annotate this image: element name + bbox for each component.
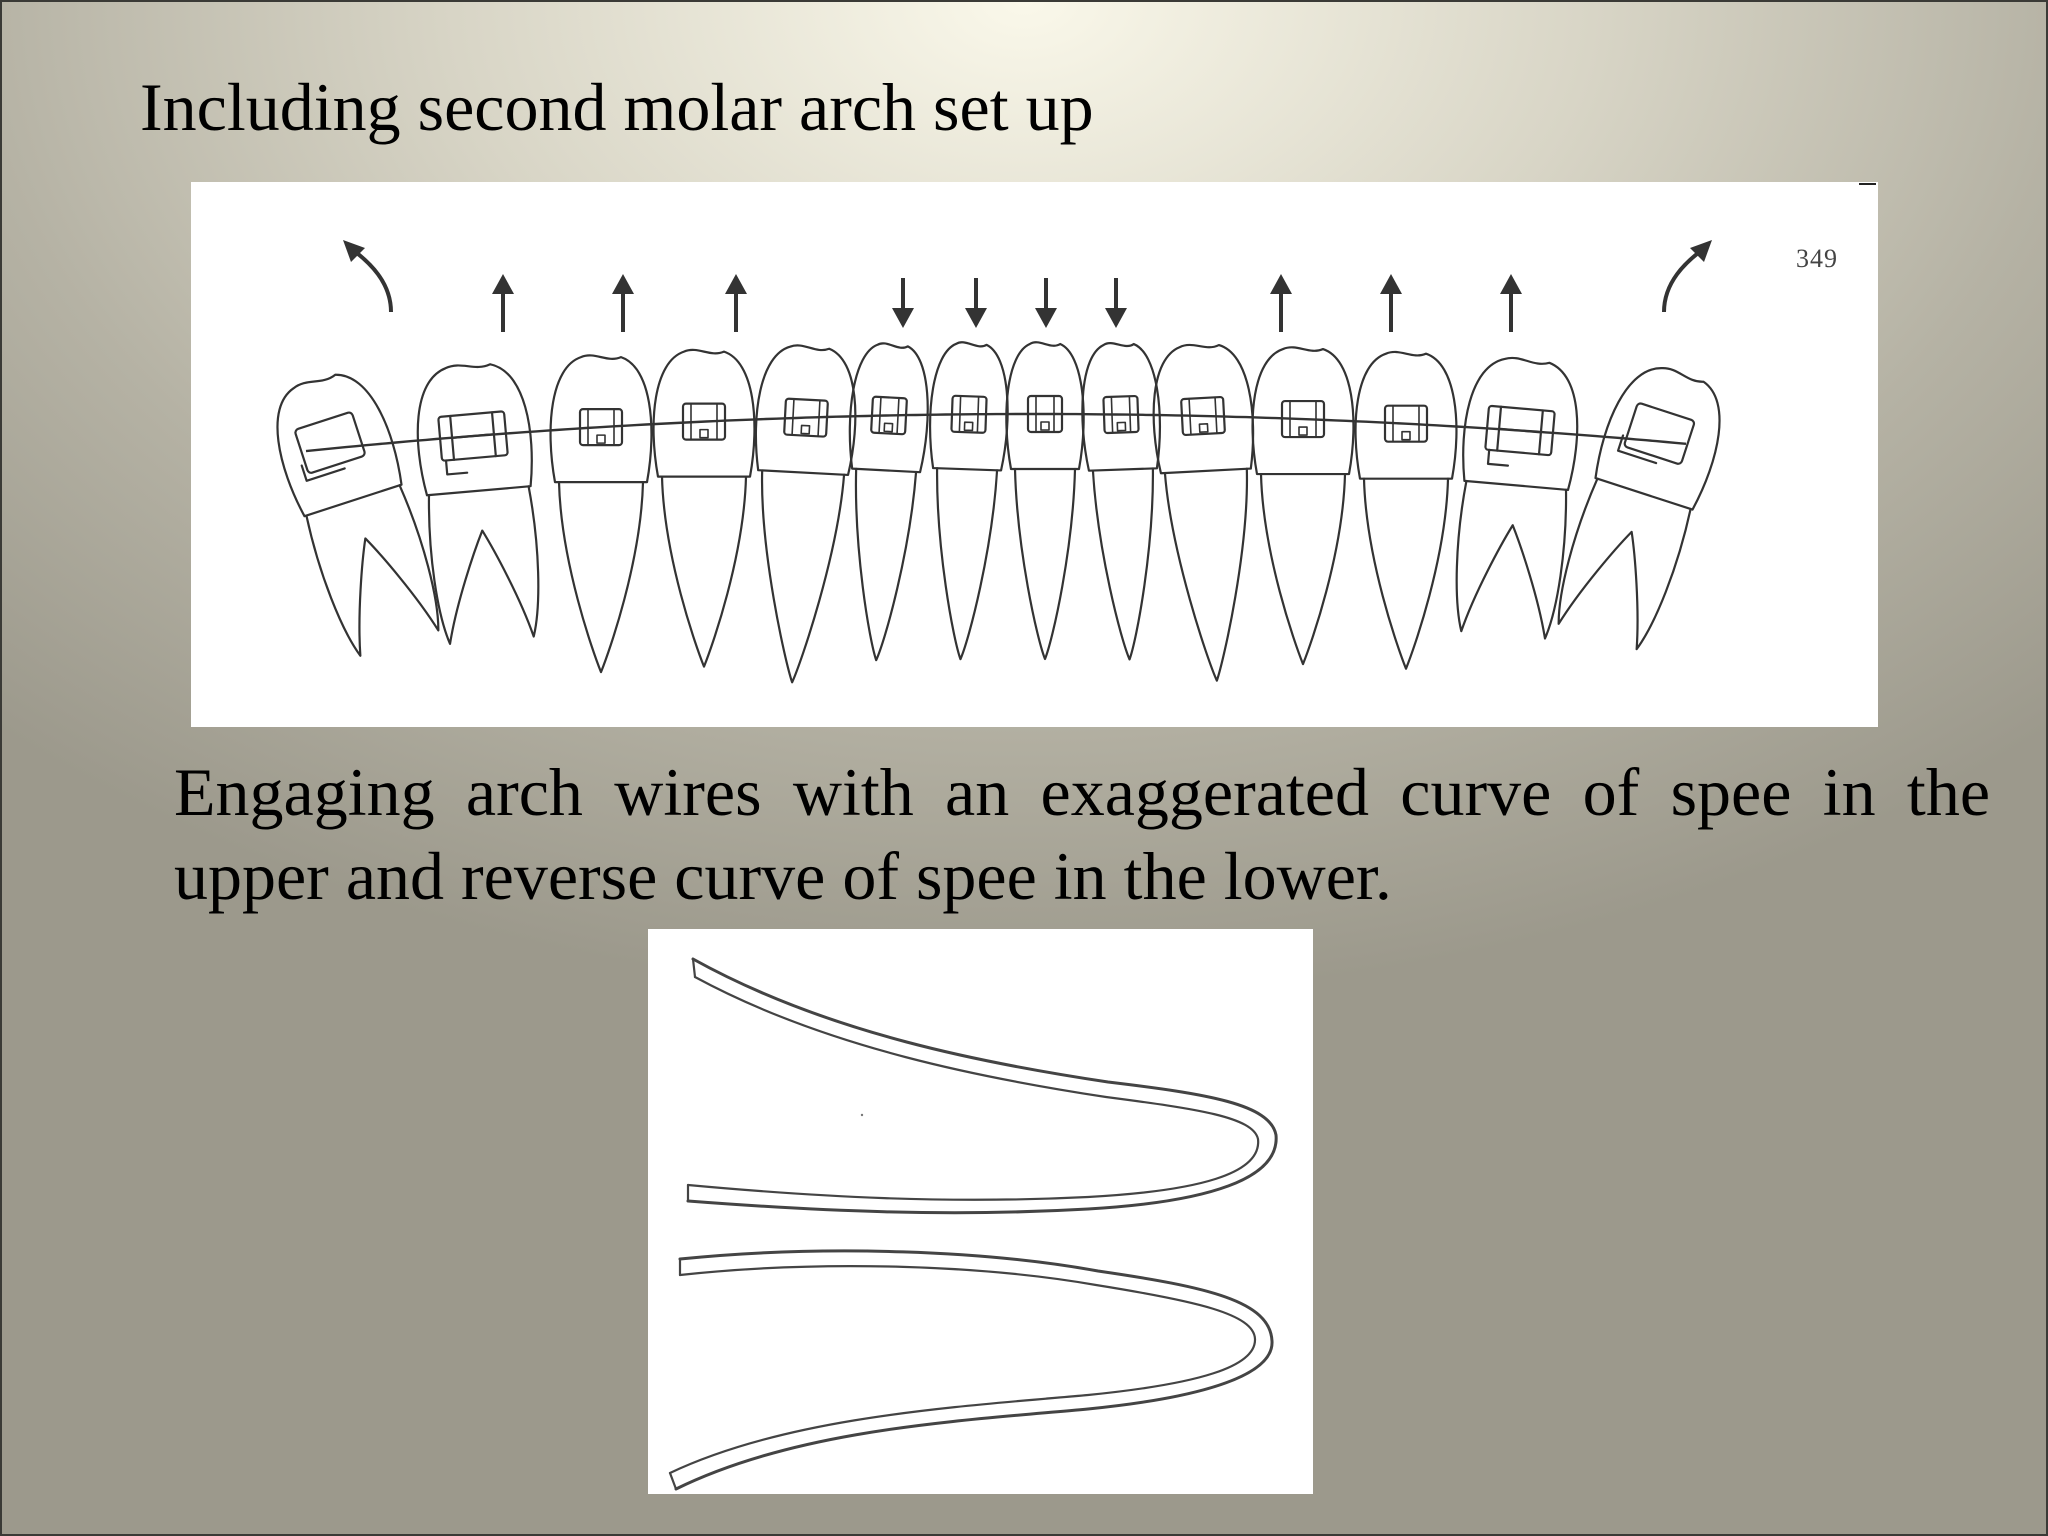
tooth xyxy=(848,342,929,662)
bracket-detail xyxy=(444,411,497,476)
slide-body-text: Engaging arch wires with an exaggerated … xyxy=(174,754,1990,914)
tooth xyxy=(1152,343,1255,682)
tooth-crown xyxy=(549,354,653,484)
tooth-root xyxy=(1013,467,1077,661)
tooth-crown xyxy=(1005,341,1085,471)
tooth xyxy=(276,373,440,657)
tooth xyxy=(416,363,540,645)
rotation-arrow-icon xyxy=(1662,240,1712,313)
up-arrow-icon xyxy=(1380,274,1402,332)
molar-tube xyxy=(294,411,366,474)
bracket xyxy=(578,408,624,447)
down-arrow-icon xyxy=(892,278,914,328)
tooth xyxy=(1005,341,1085,661)
slide-title: Including second molar arch set up xyxy=(140,69,1094,145)
bracket xyxy=(1180,395,1226,437)
down-arrow-icon xyxy=(1035,278,1057,328)
lower-reverse-curve-wire xyxy=(668,1249,1274,1491)
tooth-root xyxy=(760,469,846,684)
up-arrow-icon xyxy=(492,274,514,332)
tooth-crown xyxy=(1462,356,1579,492)
up-arrow-icon xyxy=(612,274,634,332)
tooth xyxy=(1557,367,1721,651)
tooth-root xyxy=(427,485,540,645)
tooth xyxy=(652,348,756,668)
tooth xyxy=(754,344,857,684)
tooth-crown xyxy=(1594,367,1721,511)
tooth-root xyxy=(1163,467,1249,682)
tube-hook xyxy=(1616,434,1658,465)
rotation-arrow-icon xyxy=(343,240,393,313)
teeth-arch-figure: 349 xyxy=(191,182,1878,727)
bracket-detail xyxy=(1486,405,1544,467)
tooth-root xyxy=(1259,472,1347,666)
up-arrow-icon xyxy=(1500,274,1522,332)
tooth xyxy=(1251,346,1355,666)
down-arrow-icon xyxy=(965,278,987,328)
bracket xyxy=(870,395,908,436)
tooth xyxy=(549,354,653,674)
up-arrow-icon xyxy=(725,274,747,332)
tooth-root xyxy=(935,467,999,661)
tooth-crown xyxy=(848,342,929,474)
tooth xyxy=(928,341,1009,661)
up-arrow-icon xyxy=(1270,274,1292,332)
tooth-root xyxy=(660,475,748,668)
tooth-crown xyxy=(1251,346,1355,476)
tooth xyxy=(1354,350,1458,670)
tooth-root xyxy=(557,481,645,674)
tooth-crown xyxy=(928,341,1009,472)
tooth-root xyxy=(1362,477,1450,670)
tooth xyxy=(1455,356,1579,640)
tooth-root xyxy=(854,467,918,662)
tooth-crown xyxy=(652,348,756,478)
tube-hook xyxy=(300,464,346,482)
bracket xyxy=(783,397,829,438)
tooth-root xyxy=(305,484,440,657)
tooth-root xyxy=(1455,479,1568,640)
tooth-crown xyxy=(1354,350,1458,480)
arch-wire xyxy=(305,412,1687,453)
upper-curve-wire xyxy=(686,957,1278,1215)
tooth-crown xyxy=(1081,342,1162,472)
figure-page-number: 349 xyxy=(1796,244,1838,273)
tooth-root xyxy=(1091,467,1155,661)
tooth-crown xyxy=(416,363,533,497)
teeth-arch-drawing xyxy=(276,183,1876,684)
tooth-crown xyxy=(754,344,857,477)
down-arrow-icon xyxy=(1105,278,1127,328)
tooth-crown xyxy=(1152,343,1255,475)
arch-wire-drawing xyxy=(668,957,1278,1491)
tooth-root xyxy=(1557,477,1692,651)
arch-wire-figure xyxy=(648,929,1313,1494)
molar-tube xyxy=(1623,402,1696,465)
tooth-crown xyxy=(276,373,403,518)
